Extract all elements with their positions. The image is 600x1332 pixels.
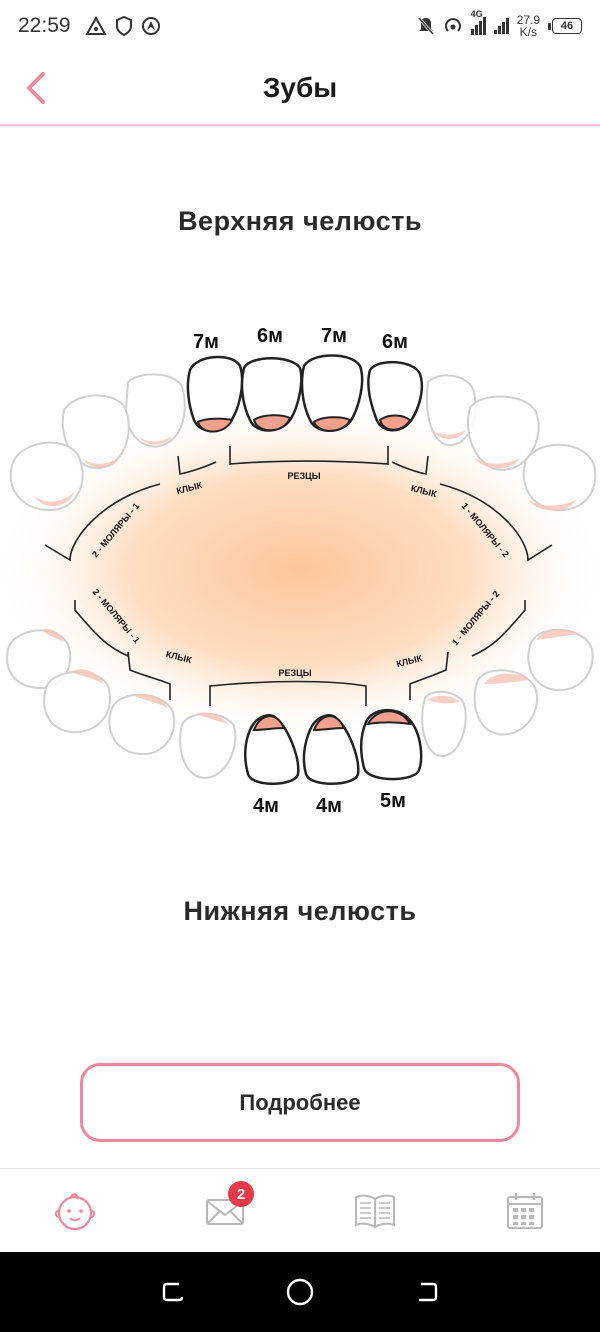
upper-brackets xyxy=(44,446,553,562)
recent-apps-icon xyxy=(163,1282,184,1302)
lower-age-3: 5м xyxy=(380,790,406,812)
status-time: 22:59 xyxy=(18,14,71,37)
status-right-icons: 4G 27.9 K/s 46 xyxy=(417,9,582,38)
triangle-icon xyxy=(84,16,107,35)
back-arrow-icon xyxy=(418,1282,437,1302)
teeth-diagram: 7м 6м 7м 6м 4м 4м 5м РЕЗЦЫ КЛЫК КЛЫК 2 -… xyxy=(0,325,600,817)
upper-age-1: 7м xyxy=(193,331,219,353)
lower-jaw-label: Нижняя челюсть xyxy=(183,896,417,926)
lower-incisor-gums xyxy=(252,710,412,732)
baby-face-icon xyxy=(54,1192,96,1230)
lower-age-2: 4м xyxy=(316,795,342,817)
lower-brackets xyxy=(74,600,526,706)
upper-age-2: 6м xyxy=(257,325,283,347)
upper-incisor-gums xyxy=(196,414,412,433)
battery-icon: 46 xyxy=(548,18,582,34)
recent-apps-button[interactable] xyxy=(153,1272,193,1312)
calendar-icon xyxy=(507,1192,543,1229)
back-button[interactable] xyxy=(14,66,58,110)
app-header: Зубы xyxy=(0,52,600,126)
battery-level: 46 xyxy=(552,18,582,34)
details-button[interactable]: Подробнее xyxy=(80,1063,520,1142)
hotspot-icon xyxy=(444,18,461,32)
mute-bell-icon xyxy=(417,17,434,35)
nav-item-baby[interactable] xyxy=(0,1169,150,1252)
shield-icon xyxy=(115,16,132,36)
home-circle-icon xyxy=(286,1278,314,1306)
bottom-nav: 2 xyxy=(0,1168,600,1252)
home-button[interactable] xyxy=(280,1272,320,1312)
nav-item-messages[interactable]: 2 xyxy=(150,1169,300,1252)
lower-age-1: 4м xyxy=(253,795,279,817)
status-left-icons xyxy=(84,16,161,36)
page-title: Зубы xyxy=(262,72,338,103)
upper-incisors xyxy=(186,354,424,432)
upper-age-3: 7м xyxy=(321,325,347,347)
lower-faded-teeth xyxy=(6,628,594,780)
speed-unit: K/s xyxy=(519,25,537,39)
nav-item-calendar[interactable] xyxy=(450,1169,600,1252)
lower-incisors xyxy=(244,709,423,785)
network-speed: 27.9 K/s xyxy=(517,14,540,38)
mouth-glow xyxy=(0,395,600,745)
upper-jaw-label: Верхняя челюсть xyxy=(178,206,422,236)
back-system-button[interactable] xyxy=(407,1272,447,1312)
nav-item-book[interactable] xyxy=(300,1169,450,1252)
status-bar: 22:59 4G 27.9 K/s 46 xyxy=(0,0,600,52)
lower-incisors-label: РЕЗЦЫ xyxy=(278,668,311,678)
nav-app-icon xyxy=(141,17,160,35)
system-nav-bar xyxy=(0,1252,600,1332)
network-label: 4G xyxy=(470,9,483,19)
messages-badge: 2 xyxy=(228,1181,254,1207)
upper-age-labels: 7м 6м 7м 6м xyxy=(193,325,408,353)
upper-faded-teeth xyxy=(9,373,597,512)
chevron-left-icon xyxy=(27,72,45,104)
lower-faded-gums xyxy=(42,628,580,724)
signal-icon xyxy=(493,18,509,34)
upper-faded-gums xyxy=(34,430,576,511)
lower-age-labels: 4м 4м 5м xyxy=(253,790,406,817)
book-icon xyxy=(355,1194,395,1228)
speed-value: 27.9 xyxy=(516,13,540,27)
upper-age-4: 6м xyxy=(382,331,408,353)
upper-incisors-label: РЕЗЦЫ xyxy=(287,471,320,481)
signal-4g-icon: 4G xyxy=(470,9,486,35)
